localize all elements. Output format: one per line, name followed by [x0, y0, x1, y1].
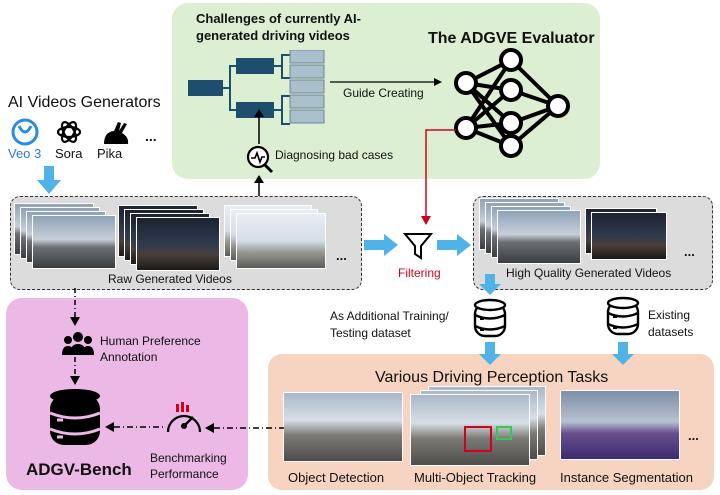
tracking-box: [496, 426, 512, 440]
evaluator-title: The ADGVE Evaluator: [428, 30, 595, 47]
task-multi-object-tracking: Multi-Object Tracking: [414, 470, 537, 485]
guide-arrow: [330, 78, 442, 86]
existing-datasets-label: Existing datasets: [648, 308, 694, 339]
benchmark-panel: [6, 298, 248, 490]
raw-videos-label: Raw Generated Videos: [108, 272, 232, 286]
raw-video-stack-3: [224, 205, 336, 271]
pika-rabbit-logo-icon: [104, 122, 129, 144]
diagnosing-label: Diagnosing bad cases: [275, 148, 394, 162]
generators-to-raw-arrow: [37, 166, 61, 194]
annotation-to-bench-arrow: [70, 357, 80, 385]
raw-video-stack-1: [14, 203, 118, 269]
challenges-title: Challenges of currently AI-generated dri…: [196, 11, 361, 43]
tree-leaf-node: [289, 79, 325, 94]
tree-root-node: [188, 80, 223, 96]
raw-to-diagnose-arrow: [254, 175, 264, 196]
generator-name-veo: Veo 3: [8, 146, 42, 161]
adgv-bench-label: ADGV-Bench: [26, 460, 132, 479]
hq-video-stack-1: [479, 198, 585, 264]
additional-dataset-label: As Additional Training/ Testing dataset: [330, 309, 449, 340]
hq-videos-label: High Quality Generated Videos: [506, 266, 672, 280]
tracking-box: [464, 426, 492, 452]
tree-leaf-node: [289, 50, 325, 64]
generator-name-pika: Pika: [97, 146, 123, 161]
hq-ellipsis: ...: [684, 244, 695, 259]
filter-funnel-icon: [402, 233, 434, 260]
gauge-to-bench-arrow: [105, 422, 164, 432]
dataset-to-tasks-arrow: [479, 342, 501, 365]
challenges-panel: [172, 3, 600, 179]
filtering-label: Filtering: [398, 266, 441, 280]
raw-to-annotation-arrow: [70, 288, 80, 326]
perception-title: Various Driving Perception Tasks: [375, 369, 609, 386]
raw-video-stack-2: [118, 205, 222, 271]
raw-to-filter-arrow: [364, 234, 398, 256]
filter-to-hq-arrow: [437, 234, 471, 256]
adgv-bench-database-icon: [49, 389, 101, 445]
tree-branch-node: [236, 58, 274, 74]
instance-segmentation-image: [560, 390, 686, 464]
human-preference-label: Human Preference Annotation: [100, 334, 201, 364]
generators-ellipsis: ...: [145, 128, 157, 144]
raw-ellipsis: ...: [336, 248, 347, 263]
challenge-tree-diagram: [188, 50, 325, 125]
hq-video-stack-2: [585, 208, 685, 264]
object-detection-image: [283, 392, 405, 464]
task-object-detection: Object Detection: [288, 470, 385, 485]
diagnose-up-arrow: [254, 109, 264, 144]
openai-logo-icon: [56, 121, 82, 143]
tree-leaf-node: [289, 94, 325, 109]
tasks-to-gauge-arrow: [205, 423, 284, 433]
generators-title: AI Videos Generators: [8, 94, 161, 111]
additional-dataset-icon: [473, 298, 507, 338]
task-instance-segmentation: Instance Segmentation: [560, 470, 693, 485]
existing-to-tasks-arrow: [612, 342, 634, 365]
tasks-ellipsis: ...: [688, 428, 699, 443]
tree-leaf-node: [289, 109, 325, 124]
generator-name-sora: Sora: [55, 146, 83, 161]
veo-logo-icon: [11, 118, 39, 146]
tree-branch-node: [236, 102, 274, 118]
neural-network-icon: [454, 48, 570, 158]
people-icon: [62, 332, 94, 355]
hq-to-dataset-arrow: [479, 274, 501, 295]
existing-dataset-icon: [606, 296, 640, 336]
multi-object-tracking-image: [410, 386, 555, 466]
benchmarking-label: Benchmarking Performance: [150, 451, 227, 481]
benchmark-gauge-icon: [166, 402, 202, 433]
magnifier-chart-icon: [246, 145, 274, 174]
guide-creating-label: Guide Creating: [343, 86, 424, 100]
evaluator-to-filter-line: [421, 129, 456, 225]
tree-leaf-node: [289, 64, 325, 79]
